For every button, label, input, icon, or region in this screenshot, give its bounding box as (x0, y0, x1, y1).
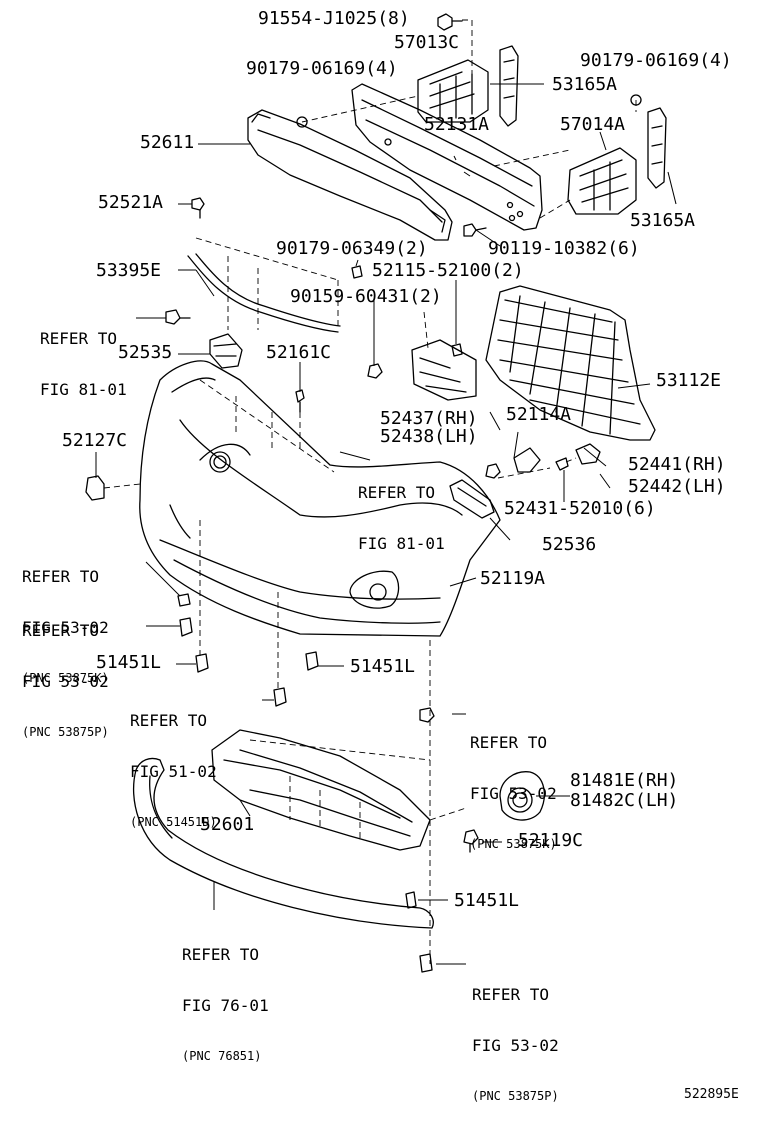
part-label-52115-52100[interactable]: 52115-52100(2) (372, 260, 524, 281)
part-label-52438-lh[interactable]: 52438(LH) (380, 426, 478, 447)
part-label-52535[interactable]: 52535 (118, 342, 173, 363)
retainer-52536 (449, 479, 495, 519)
refer-line: (PNC 53875K) (22, 671, 109, 685)
part-label-52127c[interactable]: 52127C (62, 430, 128, 451)
refer-fig-81-01-center[interactable]: REFER TO FIG 81-01 (358, 450, 445, 569)
bracket-57014a (567, 147, 637, 215)
part-label-81481e-rh[interactable]: 81481E(RH) (570, 770, 679, 791)
fog-cover-52437-52438 (513, 447, 541, 473)
spoiler-76851 (132, 757, 434, 929)
refer-line: REFER TO (130, 711, 208, 730)
part-label-52441-rh[interactable]: 52441(RH) (628, 454, 726, 475)
part-label-53165a-upper[interactable]: 53165A (552, 74, 618, 95)
part-label-53165a-lower[interactable]: 53165A (630, 210, 696, 231)
part-label-52119c[interactable]: 52119C (518, 830, 584, 851)
part-label-52161c[interactable]: 52161C (266, 342, 332, 363)
part-label-51451l-lower[interactable]: 51451L (454, 890, 520, 911)
license-bracket-52114a (411, 339, 477, 401)
part-label-52442-lh[interactable]: 52442(LH) (628, 476, 726, 497)
bracket-53165a-upper (499, 45, 519, 127)
retainer-52535 (209, 333, 243, 369)
refer-fig-53-02-k-right[interactable]: REFER TO FIG 53-02 (PNC 53875K) (470, 700, 557, 870)
refer-fig-81-01-left[interactable]: REFER TO FIG 81-01 (40, 296, 127, 415)
leader-lines (95, 83, 677, 965)
garnish-53395e (187, 253, 341, 333)
part-label-90119-10382[interactable]: 90119-10382(6) (488, 238, 640, 259)
illustration-code: 522895E (684, 1087, 739, 1102)
refer-line: FIG 51-02 (130, 762, 217, 781)
part-label-90159-60431[interactable]: 90159-60431(2) (290, 286, 442, 307)
bumper-absorber-52611 (247, 109, 453, 241)
part-label-52601[interactable]: 52601 (200, 814, 255, 835)
refer-fig-51-02[interactable]: REFER TO FIG 51-02 (PNC 51451D) (130, 678, 217, 848)
part-label-52114a[interactable]: 52114A (506, 404, 572, 425)
refer-line: (PNC 53875P) (472, 1089, 559, 1103)
refer-line: REFER TO (22, 567, 100, 586)
refer-line: FIG 81-01 (40, 380, 127, 399)
lower-absorber-52601 (211, 729, 431, 851)
refer-line: (PNC 51451D) (130, 815, 217, 829)
bumper-cover-52119a (139, 360, 501, 637)
bracket-53165a-lower (647, 107, 667, 189)
refer-fig-76-01[interactable]: REFER TO FIG 76-01 (PNC 76851) (182, 912, 269, 1082)
part-label-52437-rh[interactable]: 52437(RH) (380, 408, 478, 429)
refer-fig-53-02-p-bottom[interactable]: REFER TO FIG 53-02 (PNC 53875P) (472, 952, 559, 1122)
refer-line: REFER TO (40, 329, 118, 348)
part-label-53112e[interactable]: 53112E (656, 370, 722, 391)
fog-cover-52441-52442 (555, 443, 601, 471)
refer-line: (PNC 53875K) (470, 837, 557, 851)
part-label-52431-52010[interactable]: 52431-52010(6) (504, 498, 656, 519)
refer-fig-53-02-p-left[interactable]: REFER TO FIG 53-02 (PNC 53875P) (22, 588, 109, 758)
part-label-91554-j1025[interactable]: 91554-J1025(8) (258, 8, 410, 29)
part-label-57013c[interactable]: 57013C (394, 32, 460, 53)
refer-line: FIG 81-01 (358, 534, 445, 553)
part-label-53395e[interactable]: 53395E (96, 260, 162, 281)
refer-line: (PNC 53875P) (22, 725, 109, 739)
refer-fig-53-02-k-left[interactable]: REFER TO FIG 53-02 (PNC 53875K) (22, 534, 109, 704)
part-label-52521a[interactable]: 52521A (98, 192, 164, 213)
refer-line: FIG 53-02 (22, 672, 109, 691)
clips-center (351, 265, 463, 379)
part-label-52536[interactable]: 52536 (542, 534, 597, 555)
part-label-81482c-lh[interactable]: 81482C(LH) (570, 790, 679, 811)
refer-line: REFER TO (358, 483, 436, 502)
part-label-52131a[interactable]: 52131A (424, 114, 490, 135)
refer-line: FIG 76-01 (182, 996, 269, 1015)
refer-line: (PNC 76851) (182, 1049, 262, 1063)
bumper-reinforcement-52131a (351, 83, 543, 231)
part-label-90179-06169-left[interactable]: 90179-06169(4) (246, 58, 398, 79)
bracket-52127c (85, 475, 105, 501)
fasteners-mid (165, 309, 501, 723)
bracket-57013c (417, 59, 489, 123)
part-label-52611[interactable]: 52611 (140, 132, 195, 153)
refer-line: FIG 53-02 (472, 1036, 559, 1055)
part-label-51451l-mid[interactable]: 51451L (350, 656, 416, 677)
refer-line: FIG 53-02 (470, 784, 557, 803)
part-label-51451l-left[interactable]: 51451L (96, 652, 162, 673)
part-label-57014a[interactable]: 57014A (560, 114, 626, 135)
assembly-lines (103, 19, 637, 964)
refer-line: FIG 53-02 (22, 618, 109, 637)
refer-line: REFER TO (470, 733, 548, 752)
part-label-90179-06169-right[interactable]: 90179-06169(4) (580, 50, 732, 71)
refer-line: REFER TO (182, 945, 260, 964)
fasteners-lower (405, 829, 479, 973)
refer-line: REFER TO (472, 985, 550, 1004)
refer-line: REFER TO (22, 621, 100, 640)
part-label-52119a[interactable]: 52119A (480, 568, 546, 589)
radiator-grille-53112e (485, 285, 656, 441)
part-label-90179-06349[interactable]: 90179-06349(2) (276, 238, 428, 259)
fog-bezel-81481e-81482c (499, 771, 545, 821)
